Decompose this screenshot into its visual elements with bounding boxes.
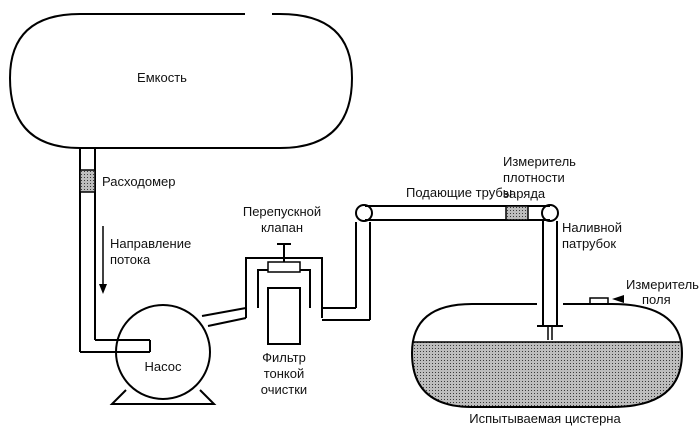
arrow-down-icon xyxy=(99,284,107,294)
storage-tank: Емкость xyxy=(8,13,354,149)
field-meter-label-2: поля xyxy=(642,292,671,307)
fill-nozzle-label-2: патрубок xyxy=(562,236,616,251)
fill-nozzle: Наливной патрубок xyxy=(537,220,622,340)
pump: Насос xyxy=(109,304,217,405)
bypass-valve-label-1: Перепускной xyxy=(243,204,321,219)
charge-density-meter: Измеритель плотности заряда xyxy=(503,154,576,221)
flowmeter-band xyxy=(79,169,96,193)
flowmeter: Расходомер xyxy=(79,169,175,193)
field-meter-probe xyxy=(589,297,609,304)
test-tank: Испытываемая цистерна xyxy=(410,303,684,426)
pump-to-valve-pipe xyxy=(201,307,247,327)
pipe-elbow-left xyxy=(355,204,373,222)
density-meter-band xyxy=(505,205,529,221)
density-meter-label-3: заряда xyxy=(503,186,546,201)
bypass-valve: Перепускной клапан xyxy=(243,204,323,318)
pump-body xyxy=(115,304,211,400)
pump-base xyxy=(109,389,217,405)
filter-label-3: очистки xyxy=(261,382,307,397)
tank-label: Емкость xyxy=(137,70,187,85)
flowmeter-label: Расходомер xyxy=(102,174,175,189)
filter-label-1: Фильтр xyxy=(262,350,306,365)
fine-filter: Фильтр тонкой очистки xyxy=(261,287,307,397)
fill-nozzle-label-1: Наливной xyxy=(562,220,622,235)
flow-direction-label-2: потока xyxy=(110,252,151,267)
valve-seat xyxy=(267,261,301,273)
filter-body xyxy=(267,287,301,345)
flow-direction-label-1: Направление xyxy=(110,236,191,251)
test-tank-label: Испытываемая цистерна xyxy=(469,411,621,426)
arrow-left-icon xyxy=(612,295,624,303)
density-meter-label-2: плотности xyxy=(503,170,565,185)
tank-liquid xyxy=(412,342,682,407)
supply-pipes-label: Подающие трубы xyxy=(406,185,512,200)
density-meter-label-1: Измеритель xyxy=(503,154,576,169)
bypass-valve-label-2: клапан xyxy=(261,220,303,235)
field-meter: Измеритель поля xyxy=(589,277,699,307)
pipe-elbow-right xyxy=(541,204,559,222)
pump-label: Насос xyxy=(145,359,182,374)
flow-direction: Направление потока xyxy=(99,226,191,294)
valve-to-supply-pipe xyxy=(322,222,371,321)
filter-label-2: тонкой xyxy=(264,366,305,381)
field-meter-label-1: Измеритель xyxy=(626,277,699,292)
